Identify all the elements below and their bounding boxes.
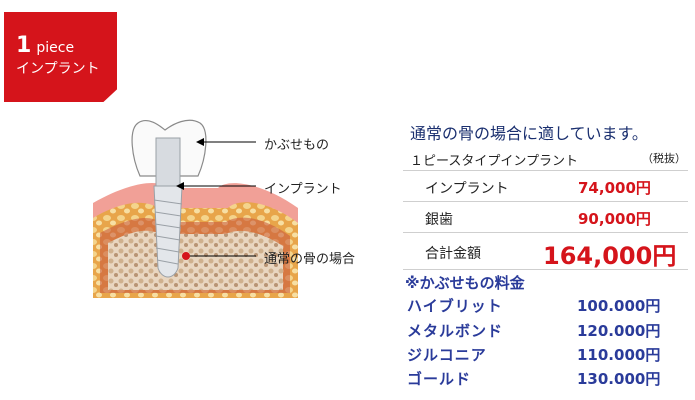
implant-illustration	[93, 119, 298, 298]
price-row-label: インプラント	[425, 181, 509, 197]
crown-fee-price: 100.000円	[577, 297, 661, 315]
implant-diagram: かぶせもの インプラント 通常の骨の場合	[88, 118, 388, 308]
price-row-label: 銀歯	[425, 212, 453, 228]
implant-label: インプラント	[264, 182, 342, 197]
implant-type-title: １ピースタイプインプラント	[410, 154, 578, 169]
total-value: 164,000円	[543, 242, 677, 270]
badge-implant-text: インプラント	[16, 61, 100, 78]
implant-type-badge: 1 piece インプラント	[4, 12, 117, 102]
price-row: 銀歯 90,000円	[403, 202, 688, 233]
badge-number: 1	[16, 33, 32, 58]
price-row-value: 74,000円	[578, 179, 651, 197]
crown-fee-name: ゴールド	[407, 370, 472, 388]
crown-fee-name: ジルコニア	[407, 346, 487, 364]
bone-label: 通常の骨の場合	[264, 252, 356, 267]
crown-fees-title: ※かぶせもの料金	[405, 274, 525, 292]
crown-fee-price: 110.000円	[577, 346, 661, 364]
pricing-subheading: １ピースタイプインプラント （税抜）	[410, 150, 690, 169]
pricing-headline: 通常の骨の場合に適しています。	[410, 124, 648, 143]
crown-fee-price: 130.000円	[577, 370, 661, 388]
crown-fee-item: ハイブリット 100.000円	[407, 295, 667, 317]
crown-fee-price: 120.000円	[577, 322, 661, 340]
price-row-value: 90,000円	[578, 210, 651, 228]
crown-fee-name: メタルボンド	[407, 322, 504, 340]
price-row: インプラント 74,000円	[403, 171, 688, 202]
crown-fee-item: ジルコニア 110.000円	[407, 344, 667, 366]
badge-piece-text: piece	[36, 40, 75, 56]
total-row: 合計金額 164,000円	[403, 233, 688, 270]
price-table: インプラント 74,000円 銀歯 90,000円 合計金額 164,000円	[403, 170, 688, 270]
total-label: 合計金額	[425, 246, 481, 262]
crown-fee-item: メタルボンド 120.000円	[407, 320, 667, 342]
crown-label: かぶせもの	[264, 138, 330, 153]
crown-fee-item: ゴールド 130.000円	[407, 368, 667, 390]
tax-note: （税抜）	[642, 152, 686, 165]
crown-fee-name: ハイブリット	[407, 297, 503, 315]
